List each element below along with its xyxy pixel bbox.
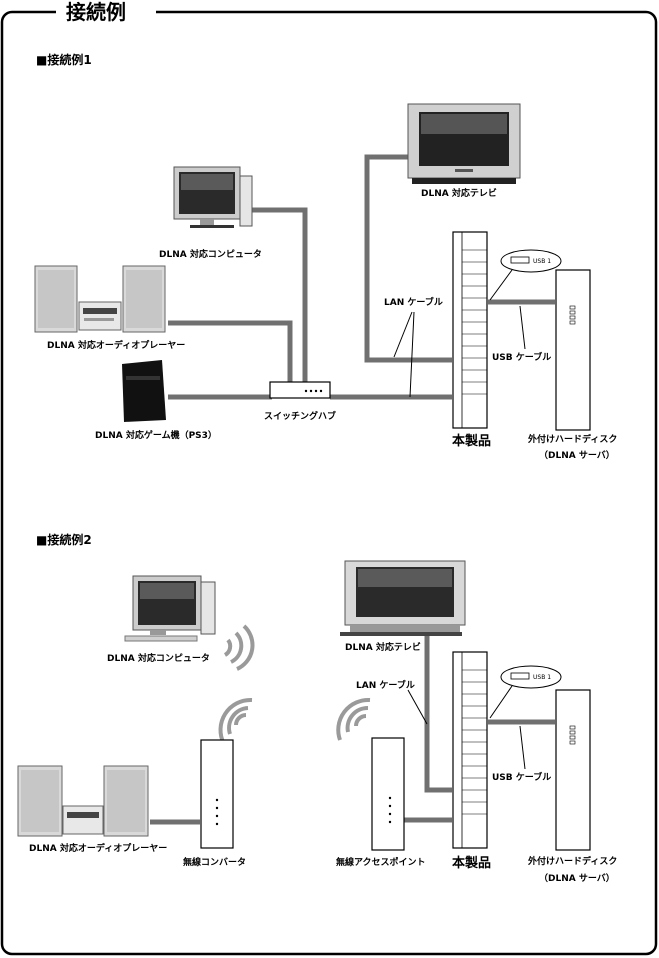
usb-cable-label-1: USB ケーブル	[492, 353, 552, 363]
product-tower-2	[452, 651, 488, 849]
product-label-2: 本製品	[452, 856, 492, 871]
audio-icon-2	[17, 765, 149, 837]
hdd-label-1-line1: 外付けハードディスク	[528, 435, 618, 445]
product-label-1: 本製品	[452, 434, 492, 449]
switching-hub-icon-1	[269, 381, 331, 399]
tv-label-1: DLNA 対応テレビ	[421, 189, 497, 199]
title-background	[56, 0, 156, 24]
game-icon-1	[122, 360, 166, 422]
example1-pointer-lines	[393, 305, 526, 398]
hdd-label-1-line2: （DLNA サーバ）	[539, 451, 615, 461]
example1-heading: ■接続例1	[36, 53, 92, 67]
lan-cable-label-2: LAN ケーブル	[356, 681, 415, 691]
hub-label-1: スイッチングハブ	[264, 412, 337, 422]
cable-computer-hub	[250, 207, 308, 385]
computer-icon-2	[124, 575, 216, 642]
audio-label-1: DLNA 対応オーディオプレーヤー	[47, 341, 186, 351]
usb-port-label-2: USB 1	[533, 674, 552, 681]
usb-cable-label-2: USB ケーブル	[492, 773, 552, 783]
game-label-1: DLNA 対応ゲーム機（PS3）	[95, 431, 217, 441]
wireless-converter-icon	[200, 739, 234, 849]
access-point-label: 無線アクセスポイント	[336, 858, 426, 868]
computer-label-1: DLNA 対応コンピュータ	[159, 250, 262, 260]
wireless-converter-label: 無線コンバータ	[183, 858, 247, 868]
tv-label-2: DLNA 対応テレビ	[345, 643, 421, 653]
hdd-label-2-line1: 外付けハードディスク	[528, 857, 618, 867]
hdd-label-2-line2: （DLNA サーバ）	[539, 874, 615, 884]
page-title: 接続例	[66, 0, 126, 24]
wireless-waves	[218, 624, 371, 745]
audio-label-2: DLNA 対応オーディオプレーヤー	[29, 844, 168, 854]
cable-audio-hub	[168, 320, 293, 385]
tv-icon-2	[340, 560, 466, 636]
example2-cables	[150, 630, 555, 825]
example1-cables	[168, 154, 555, 400]
audio-icon-1	[34, 265, 166, 333]
hdd-icon-2	[555, 689, 591, 851]
cable-tv-product	[364, 154, 452, 363]
hdd-icon-1	[555, 269, 591, 431]
cable-tv-product-2	[424, 630, 452, 793]
example2-heading: ■接続例2	[36, 533, 92, 547]
product-tower-1	[452, 231, 488, 429]
example2-pointer-lines	[407, 689, 526, 770]
usb-callout-1	[489, 249, 562, 301]
computer-label-2: DLNA 対応コンピュータ	[107, 654, 210, 664]
lan-cable-label-1: LAN ケーブル	[384, 298, 443, 308]
usb-port-label-1: USB 1	[533, 258, 552, 265]
usb-callout-2	[489, 665, 562, 719]
access-point-icon	[371, 737, 405, 851]
computer-icon-1	[173, 166, 253, 228]
tv-icon-1	[407, 103, 521, 184]
